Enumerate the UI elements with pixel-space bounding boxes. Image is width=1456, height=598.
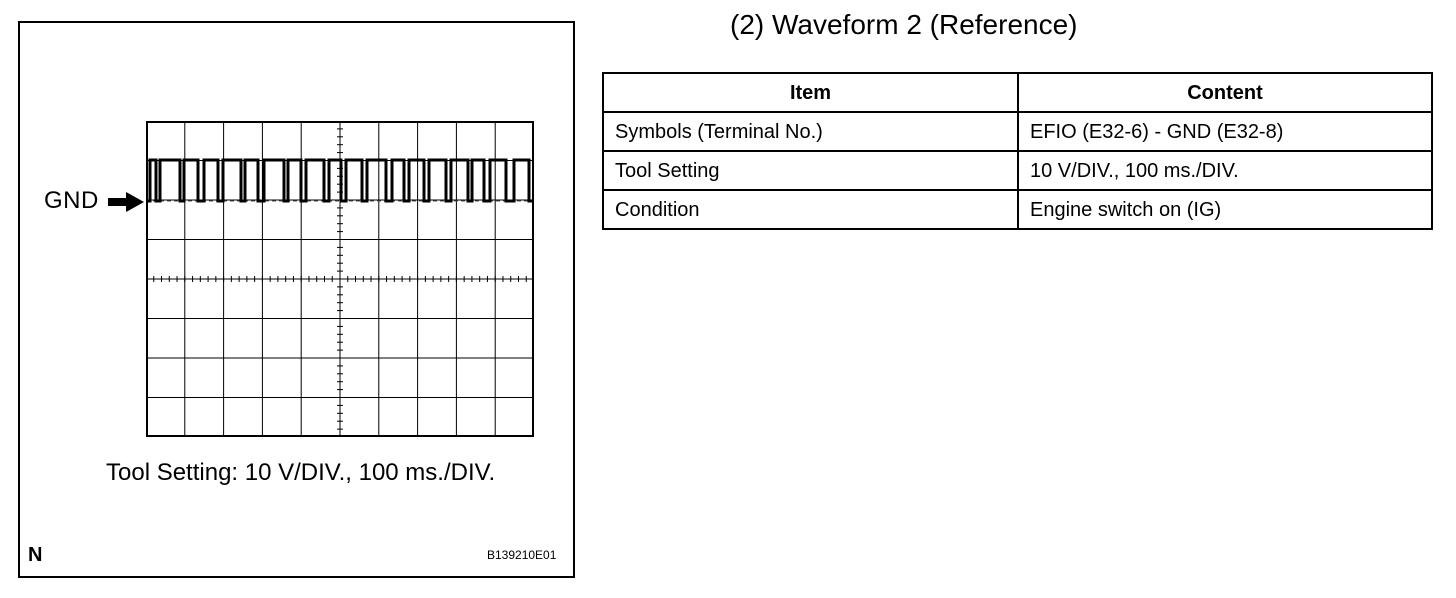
section-title: (2) Waveform 2 (Reference) [730, 9, 1078, 40]
right-arrow-icon [108, 192, 144, 212]
table-row: Condition Engine switch on (IG) [602, 189, 1433, 230]
waveform-trace [146, 158, 534, 203]
gnd-label: GND [44, 187, 99, 214]
cell-content: EFIO (E32-6) - GND (E32-8) [1017, 111, 1433, 152]
table-row: Symbols (Terminal No.) EFIO (E32-6) - GN… [602, 111, 1433, 152]
cell-item: Tool Setting [602, 150, 1019, 191]
table-header-row: Item Content [602, 72, 1433, 113]
cell-content: Engine switch on (IG) [1017, 189, 1433, 230]
tool-setting-caption: Tool Setting: 10 V/DIV., 100 ms./DIV. [106, 459, 496, 486]
corner-letter: N [28, 544, 43, 566]
table-row: Tool Setting 10 V/DIV., 100 ms./DIV. [602, 150, 1433, 191]
spec-table: Item Content Symbols (Terminal No.) EFIO… [602, 72, 1433, 230]
waveform-figure [18, 21, 575, 578]
header-item: Item [602, 72, 1019, 113]
cell-item: Condition [602, 189, 1019, 230]
cell-content: 10 V/DIV., 100 ms./DIV. [1017, 150, 1433, 191]
cell-item: Symbols (Terminal No.) [602, 111, 1019, 152]
figure-code: B139210E01 [487, 548, 557, 562]
oscilloscope-screen [146, 121, 534, 437]
header-content: Content [1017, 72, 1433, 113]
